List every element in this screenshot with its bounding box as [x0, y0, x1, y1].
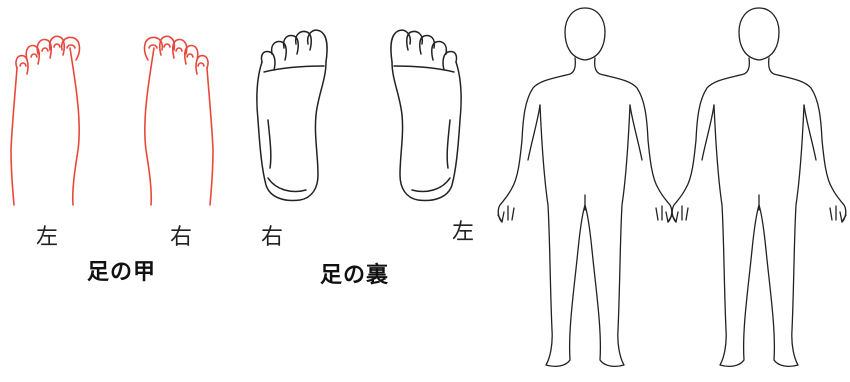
- foot-sole-right-label: 左: [452, 214, 474, 246]
- right-foot-sole-drawing: [257, 30, 327, 200]
- body-back-outline: [672, 8, 846, 366]
- left-foot-sole-drawing: [391, 30, 461, 200]
- right-foot-top-drawing: [144, 36, 213, 205]
- foot-sole-caption: 足の裏: [320, 257, 389, 289]
- foot-top-left-label: 左: [36, 219, 58, 251]
- foot-top-caption: 足の甲: [87, 254, 156, 286]
- left-foot-top-drawing: [11, 36, 80, 205]
- foot-sole-left-label: 右: [261, 219, 283, 251]
- foot-top-right-label: 右: [170, 219, 192, 251]
- body-front-outline: [498, 8, 672, 366]
